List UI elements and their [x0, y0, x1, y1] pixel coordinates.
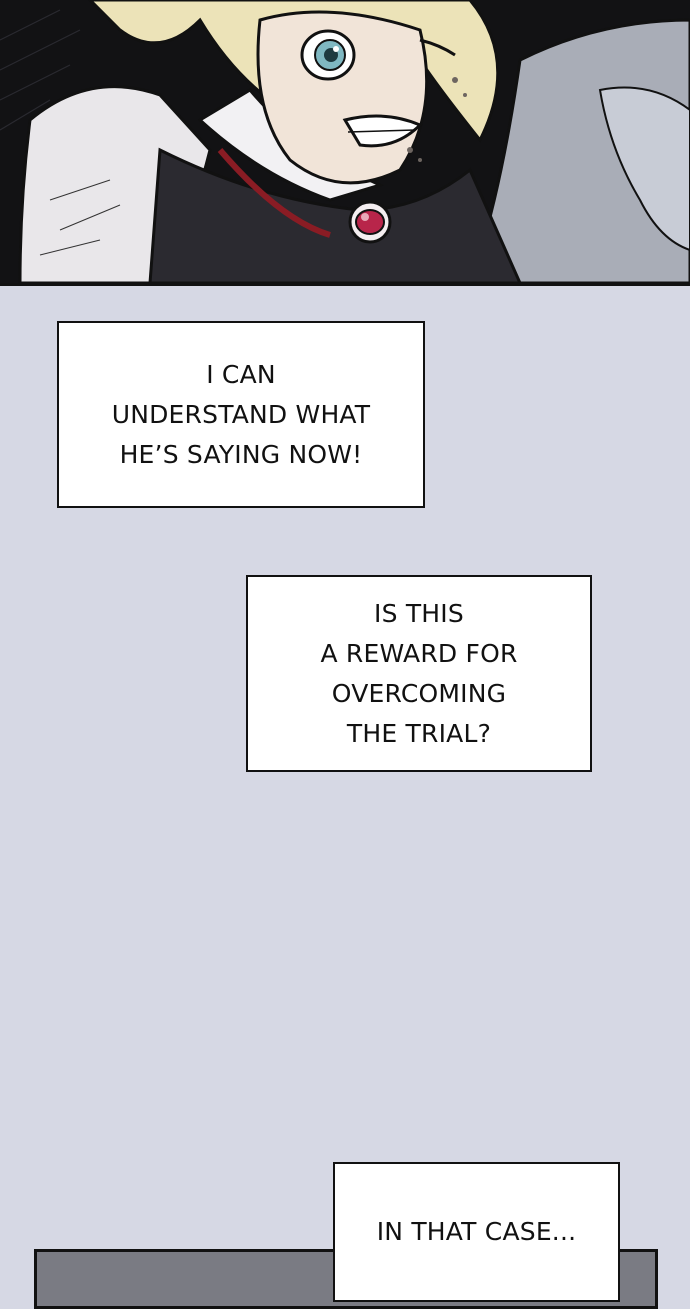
- caption-box-1: I CAN UNDERSTAND WHAT HE’S SAYING NOW!: [57, 321, 425, 508]
- caption-line: I CAN: [206, 359, 276, 389]
- comic-panel-top: [0, 0, 690, 286]
- caption-line: THE TRIAL?: [346, 718, 492, 748]
- caption-box-2: IS THIS A REWARD FOR OVERCOMING THE TRIA…: [246, 575, 592, 772]
- caption-line: IS THIS: [374, 598, 464, 628]
- caption-text: I CAN UNDERSTAND WHAT HE’S SAYING NOW!: [112, 355, 371, 475]
- caption-line: A REWARD FOR: [320, 638, 518, 668]
- caption-line: UNDERSTAND WHAT: [111, 399, 371, 429]
- caption-text: IN THAT CASE...: [377, 1212, 577, 1252]
- caption-line: OVERCOMING: [331, 678, 507, 708]
- character-illustration: [0, 0, 690, 283]
- caption-text: IS THIS A REWARD FOR OVERCOMING THE TRIA…: [320, 594, 517, 754]
- caption-box-3: IN THAT CASE...: [333, 1162, 620, 1302]
- caption-line: IN THAT CASE...: [376, 1217, 577, 1246]
- caption-line: HE’S SAYING NOW!: [119, 439, 363, 469]
